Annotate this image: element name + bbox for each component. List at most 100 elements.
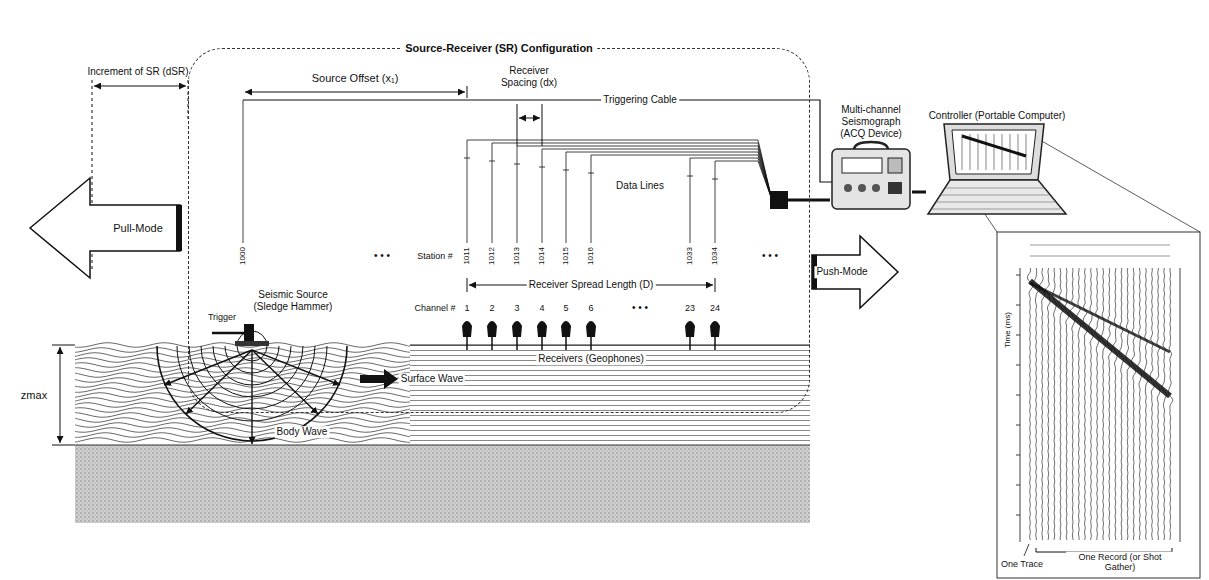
cable-line: [810, 199, 830, 202]
trace: [1045, 268, 1050, 540]
mode-label: Pull-Mode: [111, 222, 165, 235]
trace: [1053, 268, 1057, 540]
station-tick: [712, 179, 718, 180]
station-tick: [514, 164, 520, 165]
data-line: [690, 158, 772, 243]
cable-label: Triggering Cable: [601, 94, 679, 106]
station-number: 1011: [462, 245, 471, 266]
trace: [1132, 268, 1136, 540]
mode-label: Push-Mode: [814, 266, 869, 278]
soil-line: [75, 413, 410, 418]
cable-line: [912, 191, 926, 194]
geophone: [462, 321, 472, 350]
geophone: [710, 321, 720, 350]
channel-number: 3: [512, 303, 521, 313]
soil-line: [75, 373, 410, 378]
ellipsis: • • •: [372, 250, 392, 262]
soil-line: [75, 388, 410, 393]
trace: [1039, 268, 1045, 540]
station-tick: [687, 176, 693, 177]
dimension-label: Receiver Spacing (dx): [491, 65, 567, 88]
source-stake: [243, 100, 244, 243]
sledge-hammer: [212, 324, 269, 346]
trace: [1126, 268, 1130, 540]
data-line: [715, 161, 772, 243]
depth-label: zmax: [19, 389, 49, 402]
seismograph-device-figure: [830, 140, 912, 212]
wave-fronts: [157, 331, 347, 444]
cable-plug: [770, 191, 788, 209]
trace: [1065, 268, 1069, 540]
part-label: Trigger: [206, 312, 238, 322]
geophone: [685, 321, 695, 350]
station-number: 1014: [537, 245, 546, 267]
part-label: Seismic Source (Sledge Hammer): [243, 289, 343, 312]
geophone: [487, 321, 497, 350]
channel-number: 2: [487, 303, 496, 313]
node-heading: Controller (Portable Computer): [926, 110, 1068, 122]
trace: [1027, 268, 1033, 540]
station-number: 1013: [512, 245, 521, 267]
trace: [1150, 268, 1154, 540]
data-line: [566, 152, 772, 243]
node-heading: Source-Receiver (SR) Configuration: [401, 42, 597, 55]
channel-number: 6: [586, 303, 595, 313]
geophone: [512, 321, 522, 350]
wave-label: Body Wave: [275, 426, 330, 438]
station-tick: [464, 158, 470, 159]
soil-line: [75, 378, 410, 383]
trace: [1033, 268, 1040, 540]
trace: [1095, 268, 1100, 540]
dimension-label: Increment of SR (dSR): [85, 66, 190, 78]
soil-line: [75, 398, 410, 403]
channel-number: 23: [683, 303, 697, 313]
data-line: [542, 149, 772, 243]
push-arrow: [812, 236, 898, 308]
pull-arrow: [30, 178, 180, 278]
data-line: [492, 143, 772, 243]
station-number: 1033: [685, 245, 694, 267]
station-number: 1012: [487, 245, 496, 267]
trace: [1168, 268, 1172, 540]
station-tick: [563, 170, 569, 171]
seismic-traces: [1027, 268, 1172, 540]
spread-dimension: [467, 278, 715, 292]
soil-line: [75, 428, 410, 433]
trace: [1076, 268, 1081, 540]
dimension-label: Source Offset (x₁): [310, 72, 401, 85]
station-number: 1015: [561, 245, 570, 267]
controller-laptop: Controller (Portable Computer): [926, 110, 1068, 218]
channel-number: 4: [537, 303, 546, 313]
depth-dimension: [60, 347, 61, 443]
soil-line: [75, 423, 410, 428]
trace: [1144, 268, 1149, 540]
inset-label: One Trace: [999, 559, 1045, 569]
trace: [1083, 268, 1087, 540]
trace: [1089, 268, 1093, 540]
wave-label: Surface Wave: [399, 373, 465, 385]
station-number: 1016: [586, 245, 595, 267]
geophone: [561, 321, 571, 350]
data-lines: [464, 140, 772, 243]
trace: [1137, 268, 1141, 540]
controller-laptop-figure: [926, 122, 1068, 218]
station-tick: [539, 167, 545, 168]
channel-number: 1: [462, 303, 471, 313]
part-label: Receivers (Geophones): [536, 353, 646, 365]
trace: [1156, 268, 1160, 540]
geophone: [537, 321, 547, 350]
node-heading: Multi-channel Seismograph (ACQ Device): [830, 104, 912, 140]
trigger-cable: [243, 100, 832, 182]
station-tick: [588, 173, 594, 174]
ellipsis: • • •: [630, 302, 650, 314]
data-line: [467, 140, 772, 243]
station-number: 1000: [238, 245, 247, 267]
surface-wave-arrow: [360, 369, 398, 389]
soil-line: [75, 403, 410, 408]
row-heading: Channel #: [412, 303, 457, 313]
axis-label: Time (ms): [1003, 310, 1012, 350]
trace: [1101, 268, 1106, 540]
seismograph-device: Multi-channel Seismograph (ACQ Device): [830, 104, 912, 212]
inset-header: [1030, 245, 1170, 256]
trace: [1162, 268, 1167, 540]
